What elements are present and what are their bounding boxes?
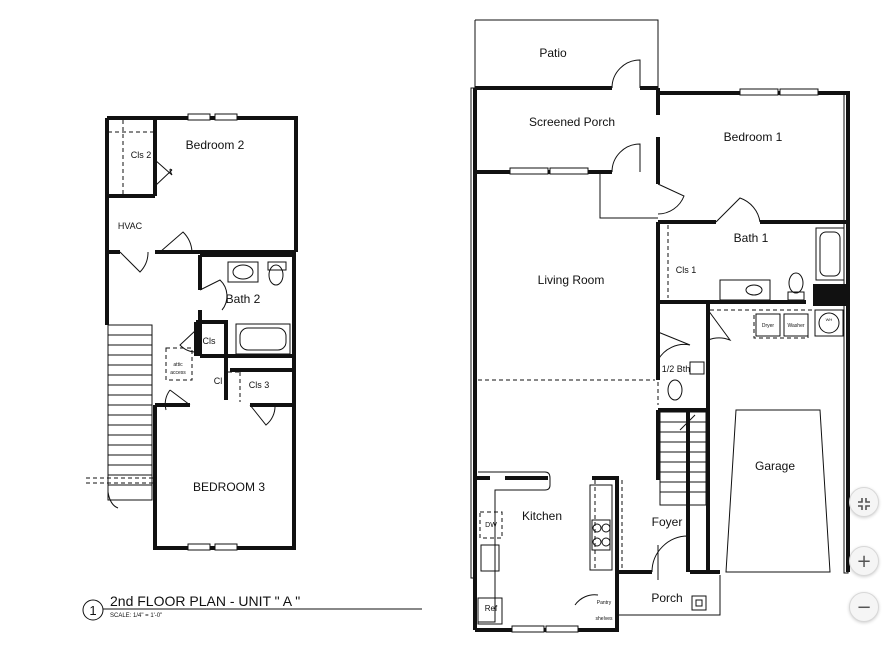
bath-1-label: Bath 1 — [734, 231, 769, 245]
pantry-label: Pantry — [597, 600, 612, 606]
water-heater-label: WH — [826, 317, 833, 322]
attic-label: attic — [173, 362, 183, 368]
access-label: access — [170, 370, 186, 376]
kitchen-label: Kitchen — [522, 509, 562, 523]
foyer-label: Foyer — [652, 515, 683, 529]
fit-screen-icon — [857, 495, 871, 510]
shelves-label: shelves — [596, 616, 613, 622]
garage-label: Garage — [755, 459, 795, 473]
closet-2-label: Cls 2 — [131, 150, 152, 160]
drawing-title: 2nd FLOOR PLAN - UNIT " A " — [110, 593, 300, 609]
washer-label: Washer — [787, 323, 804, 329]
patio-label: Patio — [539, 46, 567, 60]
half-bath-label: 1/2 Bth — [662, 364, 691, 374]
living-room-label: Living Room — [538, 273, 605, 287]
fit-screen-button[interactable] — [849, 487, 879, 517]
stairs-first-floor — [659, 411, 707, 506]
dryer-label: Dryer — [762, 323, 775, 329]
refrigerator-label: Ref — [485, 604, 498, 613]
closet-label: Cls — [203, 336, 216, 346]
hvac-label: HVAC — [118, 221, 143, 231]
porch-label: Porch — [651, 591, 682, 605]
first-floor-plan: Patio Screened Porch Bedroom 1 Bath 1 Cl… — [470, 19, 850, 633]
zoom-out-icon: − — [856, 596, 872, 618]
stairs — [107, 324, 153, 509]
drawing-scale: SCALE: 1/4" = 1'-0" — [110, 613, 162, 619]
drawing-number: 1 — [89, 603, 96, 618]
screened-porch-label: Screened Porch — [529, 115, 615, 129]
zoom-in-icon: + — [856, 550, 872, 572]
closet-3-label: Cls 3 — [249, 380, 270, 390]
title-block: 1 2nd FLOOR PLAN - UNIT " A " SCALE: 1/4… — [82, 593, 422, 621]
bath-2-label: Bath 2 — [226, 292, 261, 306]
bedroom-3-label: BEDROOM 3 — [193, 480, 265, 494]
bedroom-1-label: Bedroom 1 — [724, 130, 783, 144]
dishwasher-label: DW — [485, 522, 497, 529]
cl-label: Cl — [214, 376, 223, 386]
zoom-in-button[interactable]: + — [849, 546, 879, 576]
zoom-out-button[interactable]: − — [849, 592, 879, 622]
closet-1-label: Cls 1 — [676, 265, 697, 275]
second-floor-plan: Bedroom 2 Cls 2 HVAC Bath 2 Cls Cl Cls 3… — [86, 113, 298, 551]
bedroom-2-label: Bedroom 2 — [186, 138, 245, 152]
